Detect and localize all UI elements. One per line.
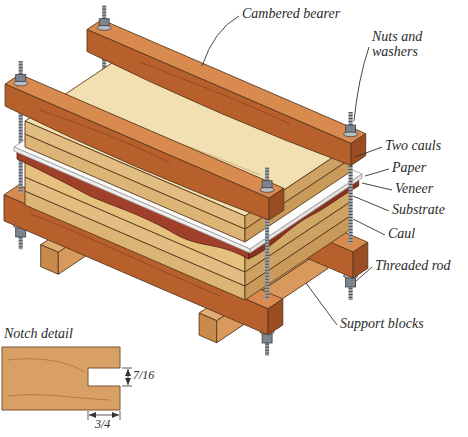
threaded-rod: [267, 157, 351, 300]
nut-and-washer: [99, 19, 109, 26]
leader-line: [306, 283, 337, 325]
part-label: Two cauls: [385, 138, 441, 153]
cambered-bearer: [5, 84, 269, 220]
dimension-label: 7/16: [133, 369, 154, 382]
leader-line: [353, 196, 389, 211]
notch-detail: [89, 415, 119, 416]
leader-line: [202, 16, 392, 325]
part-label: Veneer: [395, 181, 433, 196]
part-label: Threaded rod: [375, 258, 451, 273]
threaded-rod: [265, 213, 269, 300]
nut-and-washer: [346, 125, 356, 132]
cambered-bearer: [140, 62, 290, 124]
leader-line: [202, 16, 239, 66]
support-block: [199, 313, 217, 343]
cambered-bearer: [5, 74, 284, 198]
notch-detail: [88, 411, 89, 420]
part-label: Support blocks: [340, 316, 424, 331]
leader-line: [353, 219, 385, 235]
nut-and-washer: [346, 278, 356, 287]
leader-line: [355, 147, 382, 157]
support-block: [41, 245, 59, 275]
nut-and-washer: [14, 19, 358, 193]
nut-and-washer: [262, 181, 272, 188]
notch-detail: [8, 359, 110, 400]
threaded-rod: [349, 157, 353, 244]
part-label: Cambered bearer: [242, 6, 340, 21]
part-label: Substrate: [392, 202, 445, 217]
part-label: Nuts and washers: [372, 29, 452, 60]
notch-detail: [2, 347, 120, 410]
leader-line: [355, 267, 372, 282]
bottom-bearer: [268, 299, 283, 335]
leader-line: [354, 47, 369, 121]
inset-title: Notch detail: [4, 326, 73, 341]
notch-detail: [122, 368, 132, 369]
threaded-rod: [265, 213, 269, 300]
nut-and-washer: [262, 334, 272, 343]
notch-detail: [122, 386, 132, 387]
notch-detail: [120, 411, 121, 420]
notch-detail: [128, 369, 129, 385]
dimension-label: 3/4: [95, 418, 110, 431]
cambered-bearer: [269, 188, 284, 220]
leader-line: [365, 169, 389, 176]
threaded-rod: [21, 6, 351, 190]
cambered-bearer: [5, 74, 284, 220]
leader-line: [362, 183, 392, 190]
threaded-rod: [349, 157, 353, 244]
part-label: Paper: [392, 160, 426, 175]
nut-and-washer: [16, 74, 26, 81]
cambered-bearer: [40, 110, 170, 163]
notch-detail: [2, 347, 132, 420]
part-label: Caul: [388, 226, 415, 241]
cambered-bearer: [351, 134, 366, 166]
